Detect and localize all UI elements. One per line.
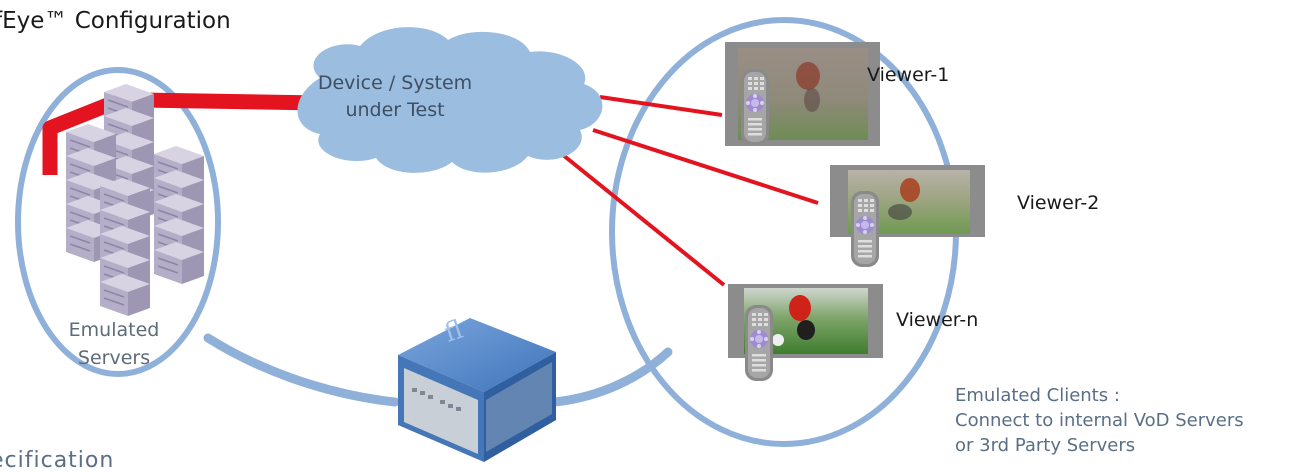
device-under-test-line2: under Test [345, 99, 445, 121]
remote-control-icon [851, 191, 879, 267]
appliance-link-right [550, 347, 673, 407]
test-appliance-icon: fl [398, 315, 556, 462]
device-under-test-label: Device / System under Test [300, 70, 490, 124]
device-under-test-line1: Device / System [317, 72, 473, 94]
appliance-link-left [203, 333, 400, 407]
emulated-clients-line2: Connect to internal VoD Servers [955, 410, 1244, 431]
emulated-clients-line3: or 3rd Party Servers [955, 435, 1136, 456]
viewer-1-label: Viewer-1 [867, 64, 950, 86]
link-viewer-1 [599, 95, 723, 117]
link-viewer-2 [592, 128, 819, 205]
viewer-n-label: Viewer-n [896, 309, 979, 331]
remote-control-icon [741, 69, 769, 145]
emulated-servers-line1: Emulated [68, 319, 160, 341]
remote-control-icon [745, 305, 773, 381]
section-heading: ecification [0, 448, 115, 473]
emulated-clients-note: Emulated Clients : Connect to internal V… [955, 383, 1244, 458]
device-under-test-cloud [297, 27, 603, 173]
emulated-servers-label: Emulated Servers [54, 316, 174, 372]
link-viewer-n [561, 153, 726, 287]
servers-ring [15, 67, 221, 377]
diagram-title: fEye™ Configuration [0, 8, 231, 34]
emulated-servers-line2: Servers [77, 347, 151, 369]
viewer-2-label: Viewer-2 [1017, 192, 1100, 214]
emulated-clients-line1: Emulated Clients : [955, 385, 1120, 406]
